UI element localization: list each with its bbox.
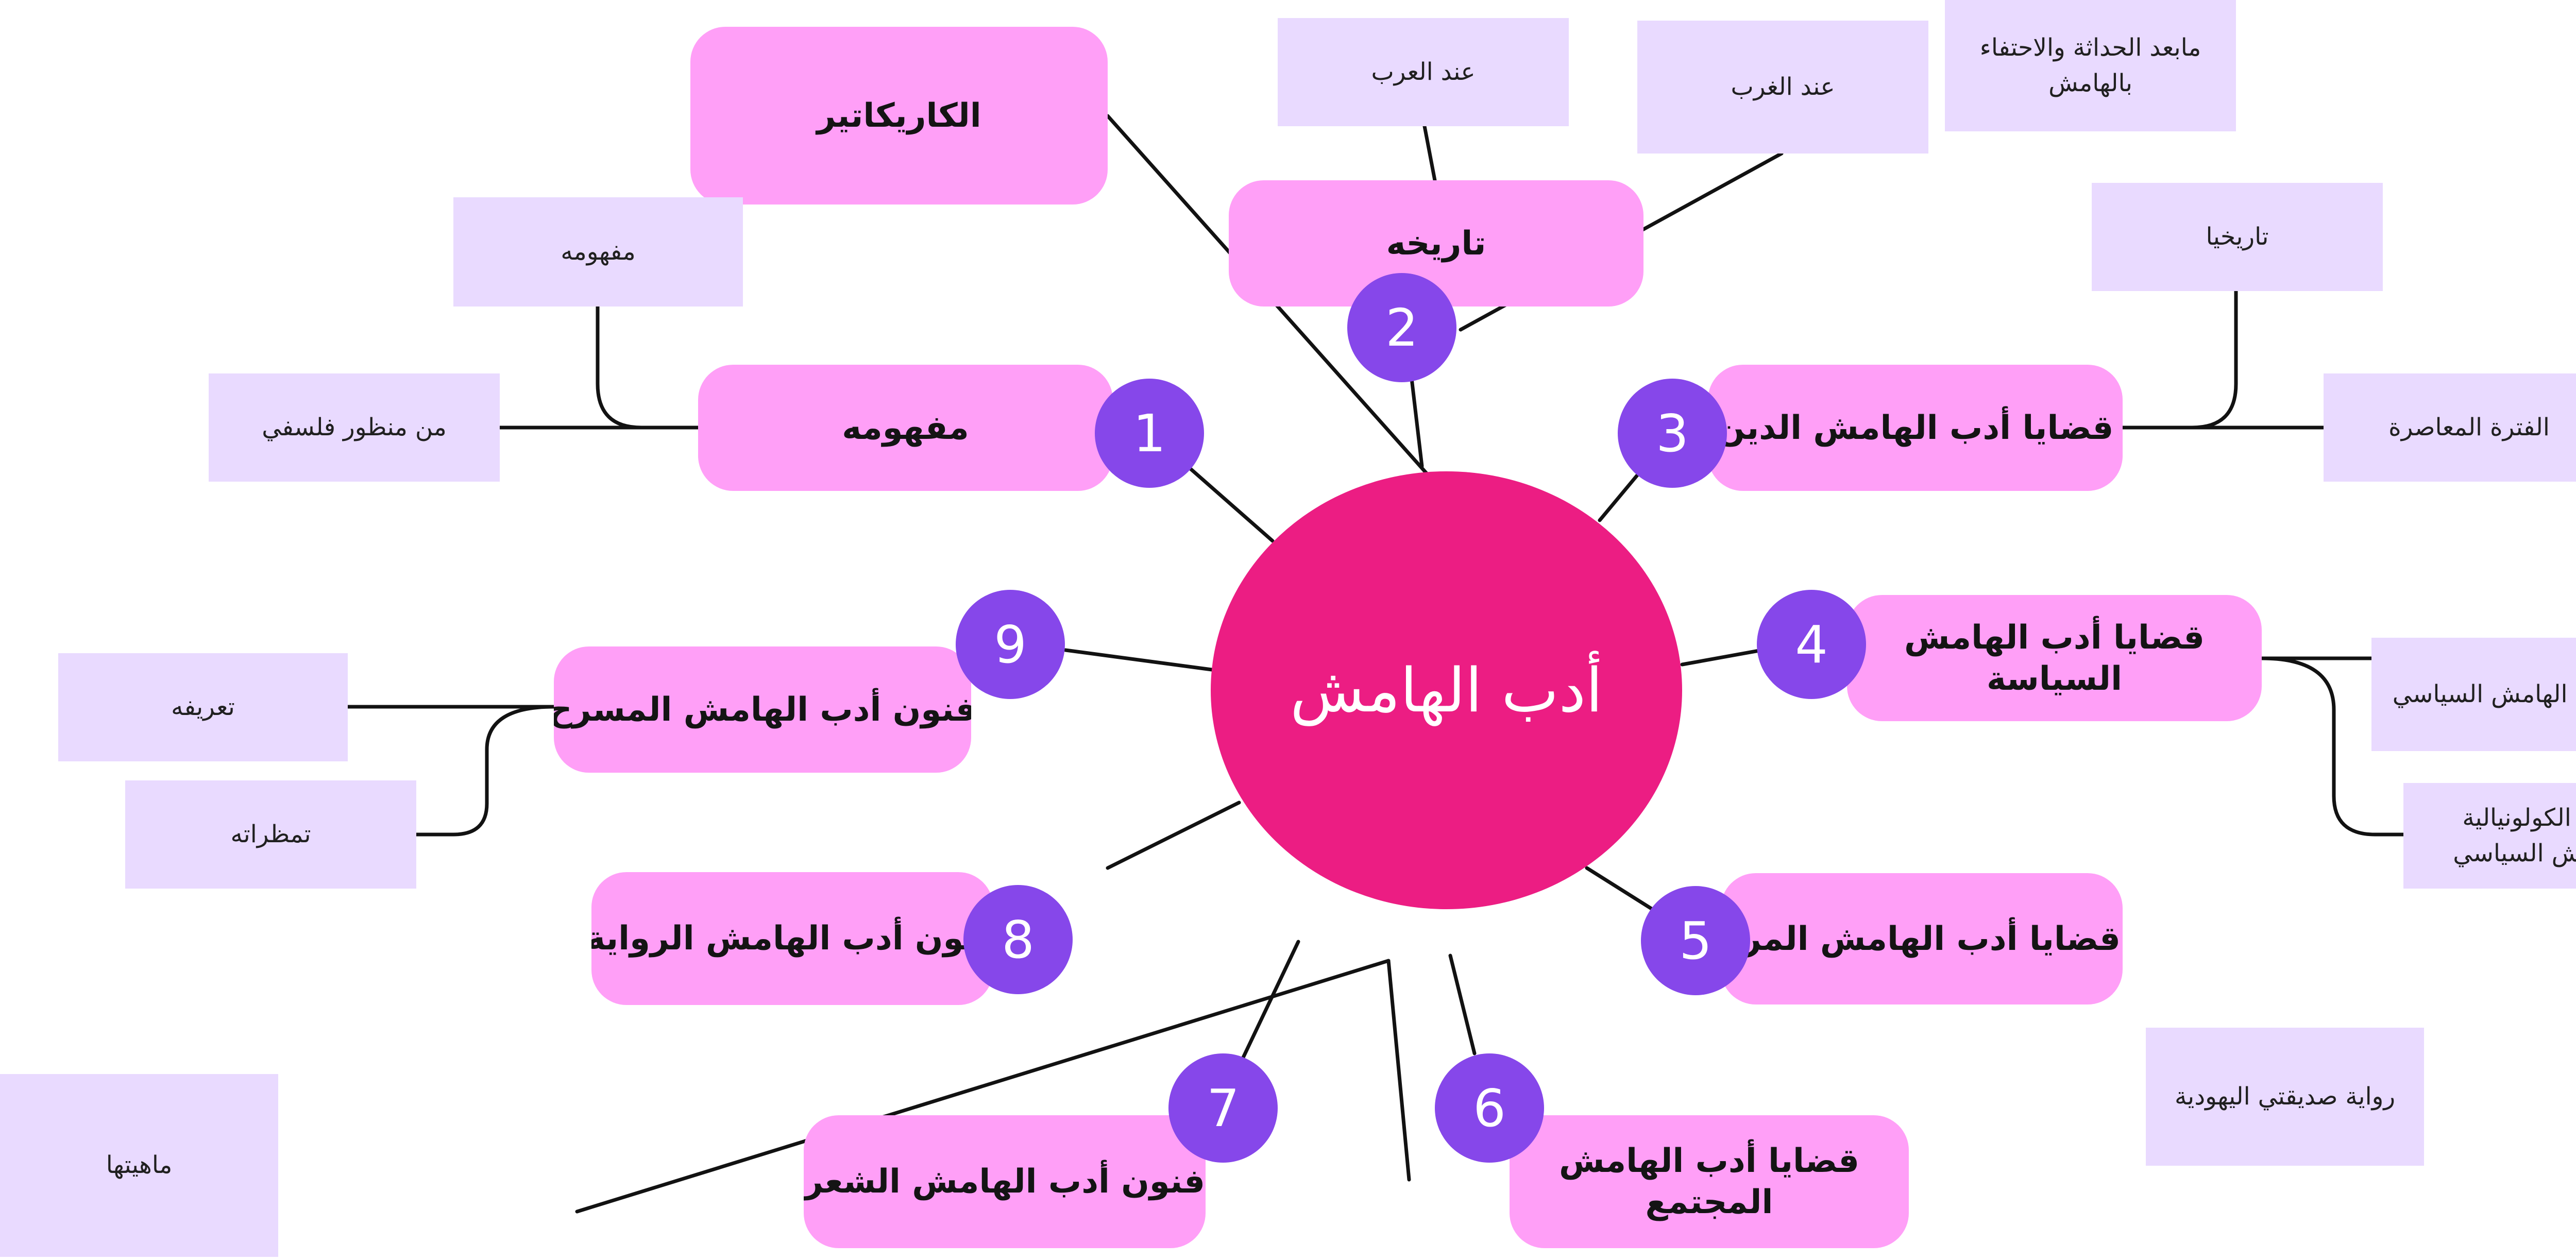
leaf-manifestations[interactable]: تمظراته xyxy=(125,780,416,889)
leaf-definition[interactable]: تعريفه xyxy=(58,653,348,761)
connector-l12 xyxy=(414,705,556,837)
branch-concept[interactable]: مفهومه xyxy=(698,365,1113,491)
branch-label: قضايا أدب الهامش الدين xyxy=(1717,408,2114,447)
connector-l13-b xyxy=(1386,959,1411,1182)
leaf-jewish-friend-novel[interactable]: رواية صديقتي اليهودية xyxy=(2146,1028,2424,1166)
branch-label: فنون أدب الهامش الرواية xyxy=(591,920,993,958)
leaf-philosophical[interactable]: من منظور فلسفي xyxy=(209,373,500,482)
connector-b9 xyxy=(1063,648,1214,672)
branch-label: فنون أدب الهامش الشعر xyxy=(804,1163,1206,1201)
branch-poetry[interactable]: فنون أدب الهامش الشعر xyxy=(804,1115,1206,1248)
branch-caricature[interactable]: الكاريكاتير xyxy=(690,27,1108,205)
leaf-contemporary[interactable]: الفترة المعاصرة xyxy=(2324,373,2576,482)
branch-society[interactable]: قضايا أدب الهامش المجتمع xyxy=(1510,1115,1909,1248)
badge-number: 4 xyxy=(1795,614,1828,675)
center-topic: أدب الهامش xyxy=(1211,471,1682,909)
leaf-arabs[interactable]: عند العرب xyxy=(1278,18,1569,126)
leaf-label: عند العرب xyxy=(1371,57,1476,86)
leaf-label: تاريخيا xyxy=(2206,222,2269,251)
connector-l3 xyxy=(1422,124,1437,182)
leaf-label: تمظراته xyxy=(230,820,311,848)
leaf-label: مابعد الحداثة والاحتفاء بالهامش xyxy=(1979,33,2201,97)
badge-number: 8 xyxy=(1002,909,1035,970)
connector-b1 xyxy=(1185,464,1275,543)
connector-l13-a xyxy=(575,959,1391,1214)
leaf-label: عند الغرب xyxy=(1731,72,1835,101)
badge-number: 5 xyxy=(1679,910,1712,971)
connector-l1 xyxy=(596,304,700,430)
leaf-postmodern[interactable]: مابعد الحداثة والاحتفاء بالهامش xyxy=(1945,0,2236,131)
branch-label: اقضايا أدب الهامش المرأة xyxy=(1721,920,2123,958)
connector-b5 xyxy=(1585,866,1658,914)
branch-politics[interactable]: قضايا أدب الهامش السياسة xyxy=(1847,595,2262,721)
badge-9: 9 xyxy=(956,590,1065,699)
badge-6: 6 xyxy=(1435,1053,1544,1163)
branch-label: تاريخه xyxy=(1386,224,1486,263)
branch-novel[interactable]: فنون أدب الهامش الرواية xyxy=(591,872,993,1005)
badge-7: 7 xyxy=(1168,1053,1278,1163)
leaf-label: الفترة المعاصرة xyxy=(2388,413,2550,441)
leaf-label: ملامح الهامش السياسي xyxy=(2392,679,2576,708)
leaf-label: ماهيتها xyxy=(106,1151,173,1180)
connector-l9 xyxy=(2260,656,2405,837)
badge-number: 6 xyxy=(1473,1078,1506,1138)
branch-theatre[interactable]: فنون أدب الهامش المسرح xyxy=(554,646,971,773)
badge-8: 8 xyxy=(963,885,1073,994)
branch-label: الكاريكاتير xyxy=(817,96,981,135)
leaf-label: مفهومه xyxy=(561,237,636,266)
connector-b4 xyxy=(1680,648,1764,667)
connector-b3 xyxy=(1598,472,1640,522)
leaf-label: مابعد الكولونيالية والهامش السياسي xyxy=(2453,804,2576,867)
leaf-political-features[interactable]: ملامح الهامش السياسي xyxy=(2371,638,2576,751)
leaf-west[interactable]: عند الغرب xyxy=(1637,21,1928,154)
branch-label: فنون أدب الهامش المسرح xyxy=(554,690,971,729)
badge-4: 4 xyxy=(1757,590,1866,699)
leaf-postcolonial[interactable]: مابعد الكولونيالية والهامش السياسي xyxy=(2403,783,2576,889)
badge-number: 1 xyxy=(1133,403,1166,464)
badge-number: 3 xyxy=(1656,403,1689,464)
badge-number: 2 xyxy=(1385,297,1418,358)
leaf-concept[interactable]: مفهومه xyxy=(453,197,743,307)
leaf-label: من منظور فلسفي xyxy=(262,413,447,441)
connector-l6 xyxy=(2121,289,2238,430)
badge-2: 2 xyxy=(1347,273,1456,382)
branch-label: قضايا أدب الهامش المجتمع xyxy=(1558,1142,1860,1221)
connector-b2 xyxy=(1410,377,1424,468)
branch-woman[interactable]: اقضايا أدب الهامش المرأة xyxy=(1721,873,2123,1004)
branch-label: مفهومه xyxy=(842,408,969,447)
center-label: أدب الهامش xyxy=(1290,655,1603,726)
connector-b6 xyxy=(1448,953,1477,1055)
connector-b7 xyxy=(1241,940,1300,1061)
leaf-label: تعريفه xyxy=(171,692,235,721)
branch-religion[interactable]: قضايا أدب الهامش الدين xyxy=(1708,365,2123,491)
leaf-historically[interactable]: تاريخيا xyxy=(2092,183,2383,291)
leaf-essence[interactable]: ماهيتها xyxy=(0,1074,278,1257)
leaf-label: رواية صديقتي اليهودية xyxy=(2174,1082,2396,1111)
badge-number: 7 xyxy=(1207,1078,1240,1138)
connector-b8 xyxy=(1106,801,1241,870)
badge-3: 3 xyxy=(1618,379,1727,488)
badge-5: 5 xyxy=(1641,886,1750,995)
branch-label: قضايا أدب الهامش السياسة xyxy=(1904,618,2205,698)
badge-1: 1 xyxy=(1095,379,1204,488)
badge-number: 9 xyxy=(994,614,1027,675)
